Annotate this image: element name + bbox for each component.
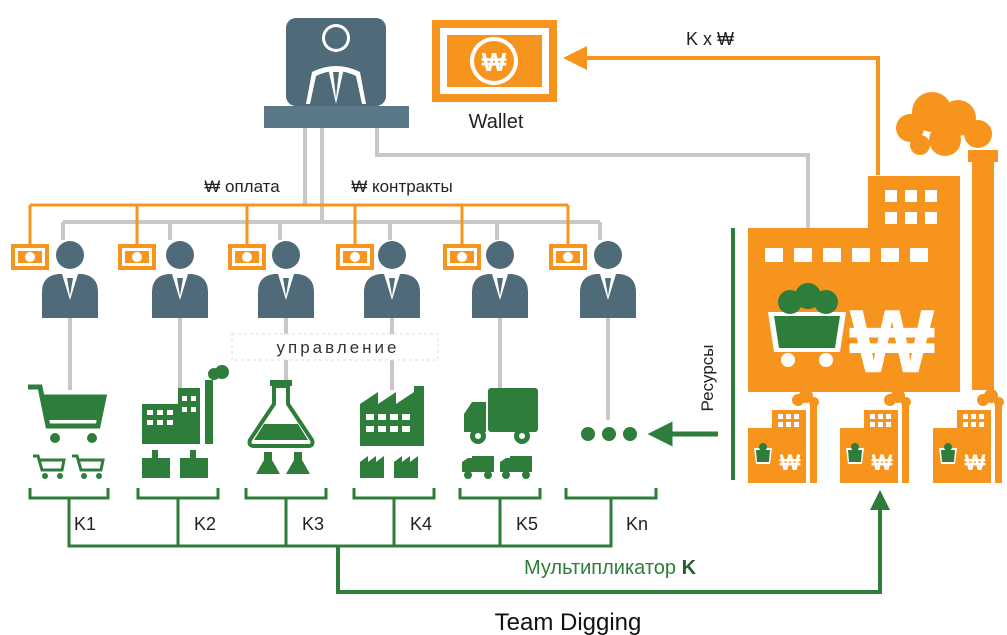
small-factory-icons: ₩ ₩ ₩ (748, 389, 1004, 483)
svg-text:₩: ₩ (965, 450, 986, 475)
payment-badge-icon (118, 244, 156, 270)
svg-text:₩: ₩ (482, 47, 507, 77)
truck-icon (462, 388, 538, 479)
multiplier-label: Мультипликатор K (524, 557, 697, 579)
payment-badge-icon (549, 244, 587, 270)
team-brackets (28, 488, 658, 548)
manager-person-icon (364, 241, 420, 318)
team-label-3: K3 (302, 514, 324, 534)
payment-bus (28, 203, 570, 244)
team-label-4: K4 (410, 514, 432, 534)
payment-label: ₩ оплата (204, 177, 280, 196)
managers (11, 241, 636, 318)
boss-icon (264, 18, 409, 128)
small-factory-icon: ₩ (933, 389, 1004, 483)
multiplier-k: K (682, 557, 697, 579)
boss-connector-lines (61, 128, 810, 420)
small-factory-icon: ₩ (840, 389, 911, 483)
manager-person-icon (472, 241, 528, 318)
contracts-label: ₩ контракты (351, 177, 453, 196)
wallet-label: Wallet (469, 111, 524, 133)
team-label-6: Kn (626, 514, 648, 534)
plant-icon (360, 386, 424, 478)
resources-label: Ресурсы (698, 344, 717, 411)
wallet-arrow (563, 46, 880, 175)
team-label-2: K2 (194, 514, 216, 534)
team-label-1: K1 (74, 514, 96, 534)
wallet-icon: ₩ (432, 20, 557, 102)
multiplier-arrow (336, 490, 890, 594)
payment-badge-icon (11, 244, 49, 270)
flask-icon (247, 380, 315, 474)
cart-icon (28, 384, 108, 479)
small-factory-icon: ₩ (748, 389, 819, 483)
footer-title: Team Digging (495, 609, 642, 635)
payment-badge-icon (228, 244, 266, 270)
main-factory-icon: ₩ (748, 92, 998, 392)
manager-person-icon (580, 241, 636, 318)
management-label: управление (277, 338, 400, 357)
team-label-5: K5 (516, 514, 538, 534)
svg-text:₩: ₩ (872, 450, 893, 475)
svg-text:₩: ₩ (850, 292, 935, 392)
manager-person-icon (258, 241, 314, 318)
payment-badge-icon (443, 244, 481, 270)
team-labels: K1 K2 K3 K4 K5 Kn (74, 514, 648, 534)
ellipsis-icon (581, 427, 637, 441)
factory-icon (142, 365, 229, 478)
management-box: управление (231, 333, 439, 361)
svg-text:₩: ₩ (780, 450, 801, 475)
payment-badge-icon (336, 244, 374, 270)
manager-person-icon (152, 241, 208, 318)
k-times-won-label: K x ₩ (686, 29, 734, 49)
manager-person-icon (42, 241, 98, 318)
